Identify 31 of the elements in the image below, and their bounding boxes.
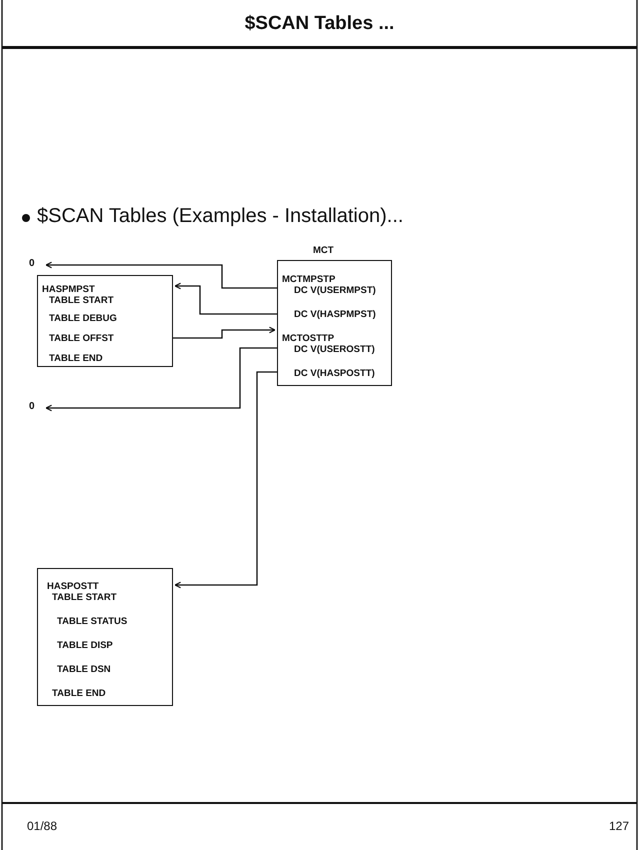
arrow bbox=[174, 371, 277, 588]
arrow bbox=[45, 262, 277, 289]
table-entry: TABLE STATUS bbox=[57, 616, 128, 627]
page-number: 127 bbox=[608, 819, 629, 833]
table-entry: DC V(USEROSTT) bbox=[294, 344, 375, 355]
arrow bbox=[174, 282, 277, 315]
table-entry: DC V(USERMPST) bbox=[294, 285, 376, 296]
table-entry: TABLE OFFST bbox=[49, 333, 114, 344]
value-text: 0 bbox=[29, 258, 35, 269]
table-entry: TABLE DSN bbox=[57, 664, 111, 675]
table-entry: TABLE END bbox=[49, 353, 103, 364]
arrow bbox=[173, 326, 276, 339]
table-entry: MCTMPSTP bbox=[282, 274, 336, 285]
date-text: 01/88 bbox=[27, 819, 58, 833]
table-entry: DC V(HASPMPST) bbox=[294, 309, 376, 320]
table-name: HASPOSTT bbox=[47, 581, 99, 592]
table-entry: DC V(HASPOSTT) bbox=[294, 368, 375, 379]
table-entry: TABLE DISP bbox=[57, 640, 113, 651]
table-entry: TABLE END bbox=[52, 688, 106, 699]
table-box bbox=[37, 275, 173, 367]
table-entry: TABLE DEBUG bbox=[49, 313, 117, 324]
slide-title: $SCAN Tables ... bbox=[244, 13, 396, 35]
table-entry: TABLE START bbox=[49, 295, 114, 306]
table-heading: MCT bbox=[313, 245, 334, 256]
table-entry: MCTOSTTP bbox=[282, 333, 334, 344]
bullet-text: $SCAN Tables (Examples - Installation)... bbox=[37, 205, 404, 228]
table-name: HASPMPST bbox=[42, 284, 95, 295]
arrow bbox=[45, 347, 277, 412]
value-text: 0 bbox=[29, 401, 35, 412]
table-entry: TABLE START bbox=[52, 592, 117, 603]
table-box bbox=[37, 568, 173, 706]
